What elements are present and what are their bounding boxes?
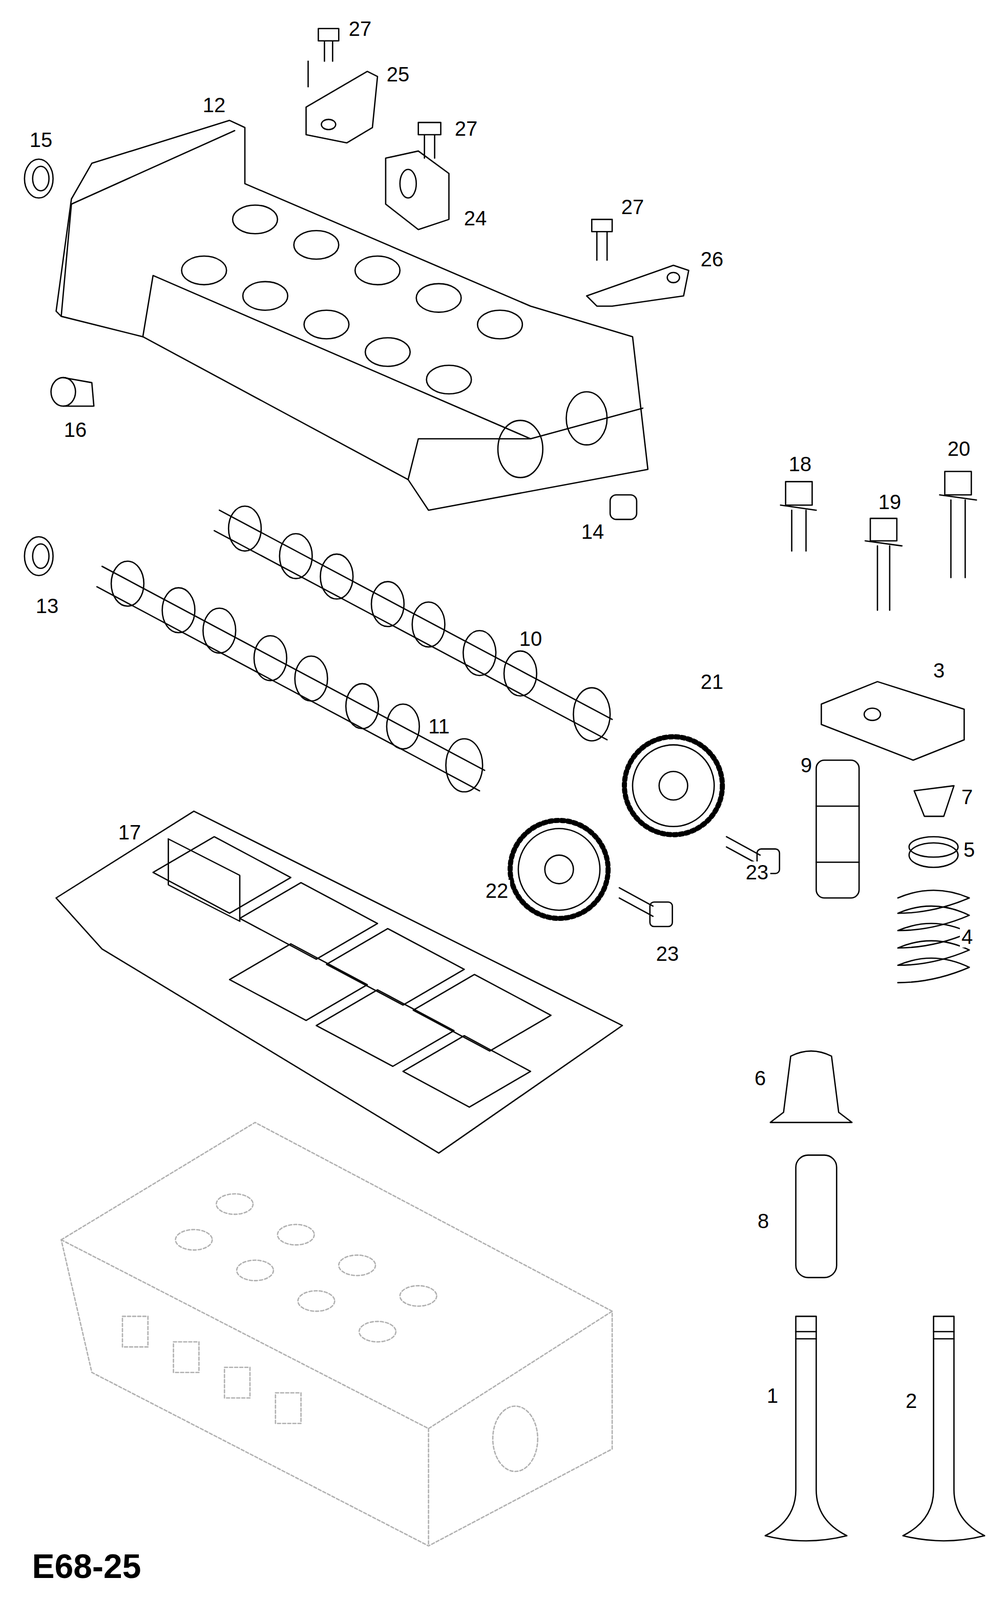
callout-number: 4 xyxy=(959,926,975,948)
callout-number: 25 xyxy=(385,63,412,86)
callout-number: 13 xyxy=(34,595,61,617)
callout-number: 1 xyxy=(765,1385,780,1407)
callout-number: 23 xyxy=(654,942,681,965)
callout-number: 26 xyxy=(699,248,726,270)
callout-number: 6 xyxy=(752,1067,768,1089)
callout-number: 16 xyxy=(62,418,89,441)
callout-number: 11 xyxy=(426,715,452,738)
callout-number: 10 xyxy=(517,627,544,650)
callout-number: 27 xyxy=(453,117,480,140)
callout-number: 27 xyxy=(619,196,646,218)
callout-number: 23 xyxy=(744,861,771,884)
callout-number: 19 xyxy=(876,491,904,513)
callout-number: 9 xyxy=(799,754,814,777)
callout-number: 3 xyxy=(931,659,947,682)
callout-number: 15 xyxy=(28,129,55,151)
figure-code: E68-25 xyxy=(30,1548,143,1584)
callout-number: 8 xyxy=(756,1210,771,1232)
callout-number: 7 xyxy=(959,786,975,808)
callout-number: 12 xyxy=(201,94,228,116)
callout-number: 17 xyxy=(116,821,143,844)
callout-number: 2 xyxy=(904,1390,919,1412)
callout-number: 18 xyxy=(787,453,814,475)
callout-number: 24 xyxy=(462,207,489,229)
callout-number: 21 xyxy=(699,671,726,693)
callout-number: 5 xyxy=(961,839,977,861)
callout-number: 14 xyxy=(579,520,606,543)
callout-number: 27 xyxy=(347,17,374,40)
callout-number: 22 xyxy=(484,879,511,902)
callout-number: 20 xyxy=(946,437,973,460)
